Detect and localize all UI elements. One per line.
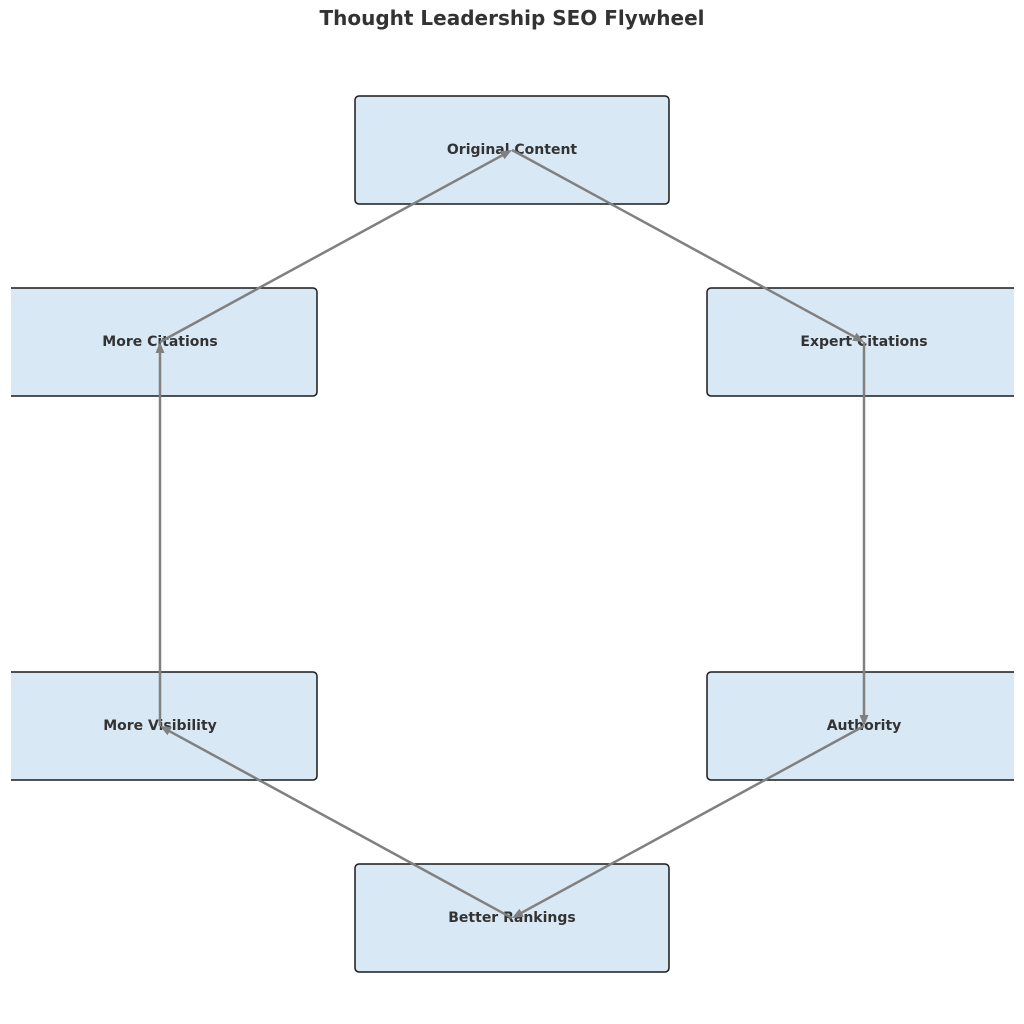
edge-line <box>511 148 859 340</box>
edge-more-visibility-to-more-citations <box>155 342 165 726</box>
diagram-title: Thought Leadership SEO Flywheel <box>319 6 705 30</box>
arrowhead-icon <box>155 342 165 353</box>
edge-layer <box>155 148 869 920</box>
edge-line <box>517 724 865 916</box>
arrowhead-icon <box>852 332 864 342</box>
arrowhead-icon <box>859 715 869 726</box>
edge-original-content-to-expert-citations <box>511 148 864 342</box>
node-layer <box>11 95 1014 973</box>
edge-better-rankings-to-more-visibility <box>160 726 513 920</box>
arrowhead-icon <box>512 908 524 918</box>
arrowhead-icon <box>160 726 172 736</box>
arrowhead-icon <box>500 150 512 160</box>
edge-line <box>165 728 513 920</box>
edge-authority-to-better-rankings <box>512 724 865 918</box>
edge-more-citations-to-original-content <box>159 150 512 344</box>
edge-expert-citations-to-authority <box>859 342 869 726</box>
edge-line <box>159 152 507 344</box>
